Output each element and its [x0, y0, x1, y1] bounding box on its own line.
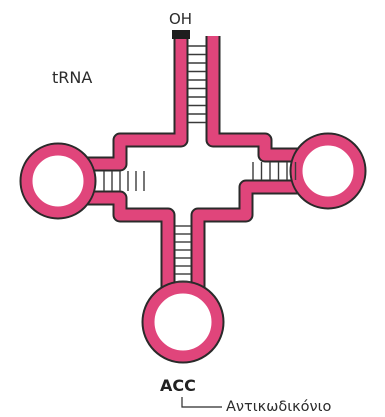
anticodon-pointer-line	[182, 397, 222, 407]
acceptor-stem-rungs	[188, 46, 206, 123]
d-arm-rungs	[104, 171, 144, 191]
trna-title-label: tRNA	[52, 68, 92, 87]
t-arm-rungs	[253, 162, 296, 180]
anticodon-sequence-label: ACC	[160, 376, 196, 395]
oh-end-label: OH	[169, 10, 192, 28]
anticodon-arm-rungs	[175, 226, 191, 282]
t-loop	[297, 140, 359, 202]
d-loop	[27, 150, 89, 212]
three-prime-end-cap	[172, 30, 190, 39]
anticodon-caption: Αντικωδικόνιο	[226, 399, 332, 415]
anticodon-loop	[149, 288, 217, 356]
